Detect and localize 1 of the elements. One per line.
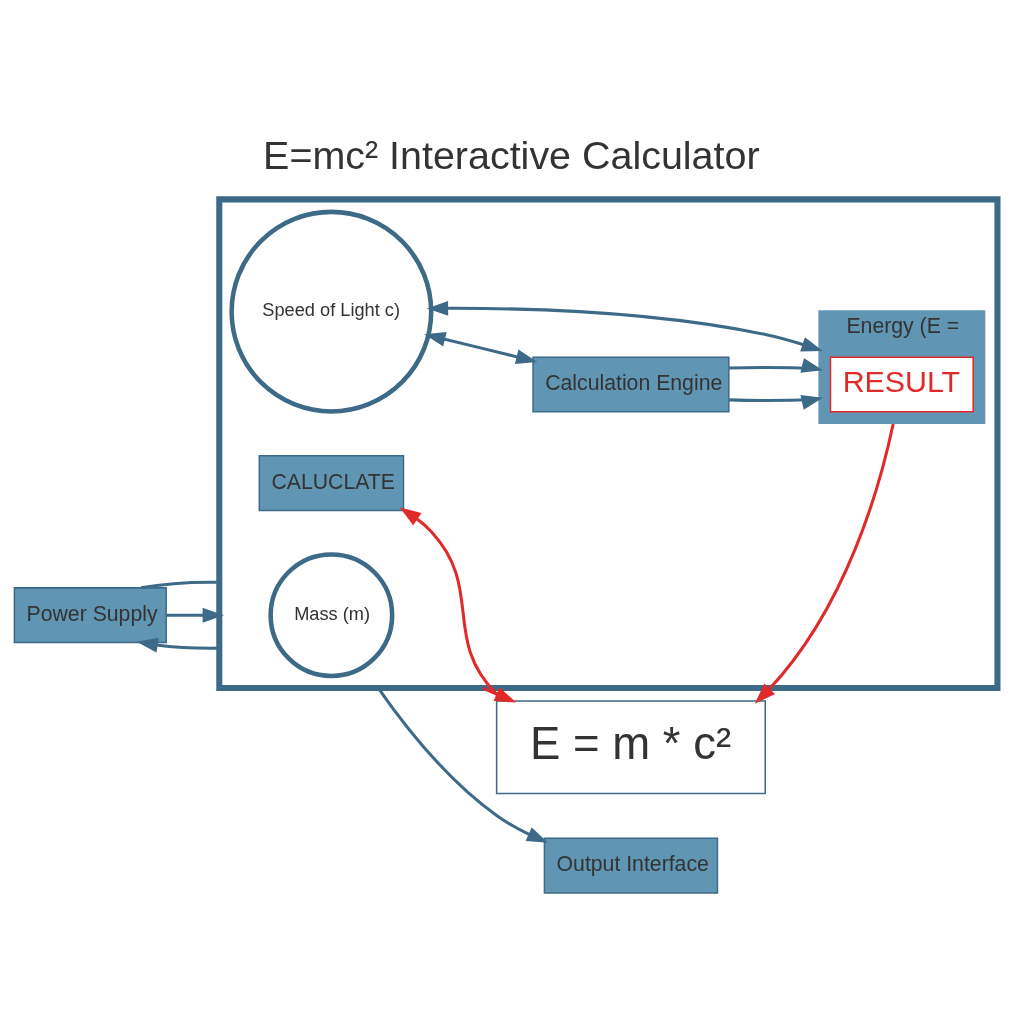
diagram-title: E=mc² Interactive Calculator: [263, 132, 760, 177]
